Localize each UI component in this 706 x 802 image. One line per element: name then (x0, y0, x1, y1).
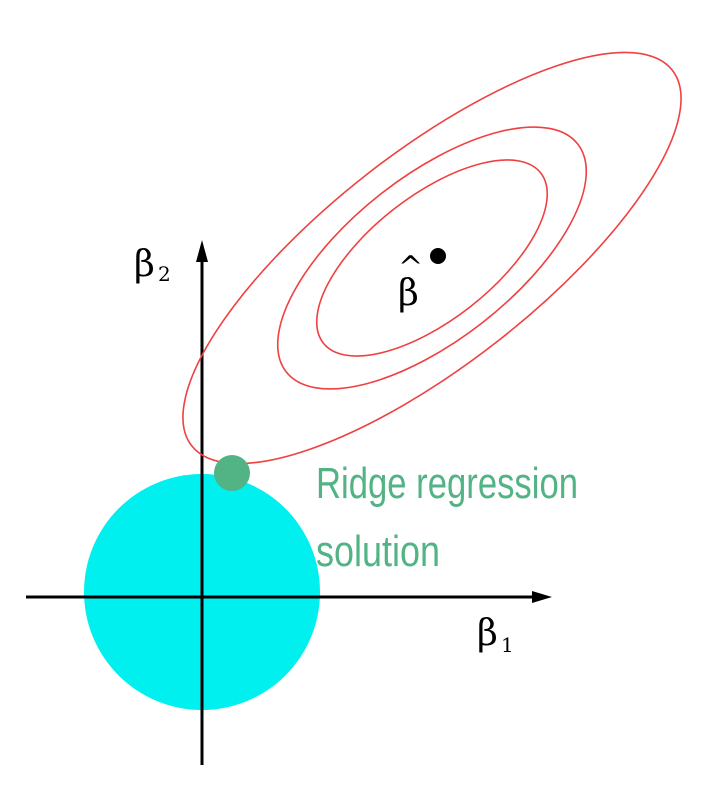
beta-hat-point (430, 248, 446, 264)
contour-inner (315, 159, 549, 357)
ridge-solution-point (214, 455, 250, 491)
beta2-subscript: 2 (158, 262, 171, 286)
beta2-label: β (134, 244, 155, 285)
contour-middle (276, 126, 588, 390)
y-axis-arrowhead (196, 240, 208, 262)
beta1-label: β (477, 613, 498, 654)
beta1-subscript: 1 (501, 633, 514, 657)
x-axis-arrowhead (532, 591, 552, 603)
beta-hat-accent: ^ (398, 250, 423, 285)
beta-hat-label: β (398, 273, 419, 314)
rss-contours (182, 51, 682, 465)
contour-outer (182, 51, 682, 465)
annotation-line1: Ridge regression (316, 459, 578, 508)
annotation-line2: solution (316, 527, 440, 576)
